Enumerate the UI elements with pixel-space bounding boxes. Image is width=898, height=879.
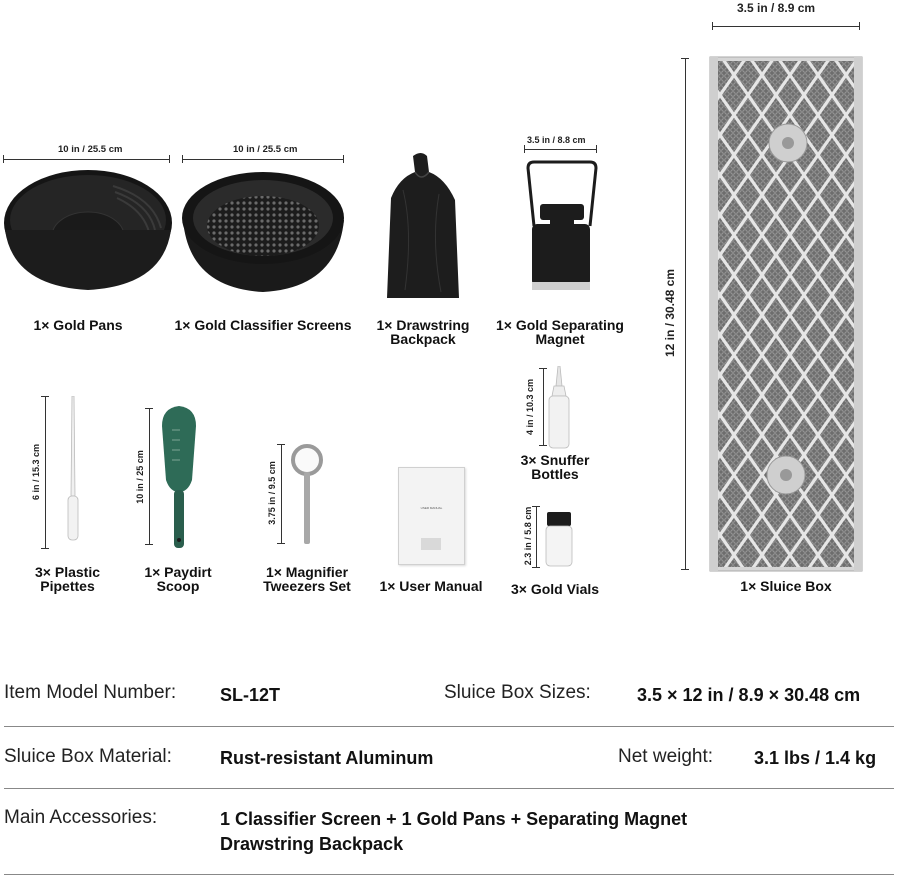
divider	[4, 788, 894, 789]
divider	[4, 874, 894, 875]
tweezers-dim-label: 3.75 in / 9.5 cm	[267, 461, 277, 525]
scoop-label-2: Scoop	[156, 578, 200, 594]
size-key: Sluice Box Sizes:	[444, 682, 591, 703]
manual-label: 1× User Manual	[379, 578, 483, 594]
snuffer-bottle-image	[548, 366, 570, 449]
backpack-label-2: Backpack	[390, 331, 456, 347]
drawstring-backpack-image	[387, 153, 459, 298]
vial-dim-label: 2.3 in / 5.8 cm	[523, 506, 533, 566]
scoop-label-1: 1× Paydirt	[144, 564, 212, 580]
magnet-dim-label: 3.5 in / 8.8 cm	[527, 135, 586, 145]
bottle-label-1: 3× Snuffer	[520, 452, 590, 468]
bottle-label-2: Bottles	[531, 466, 579, 482]
accessories-key: Main Accessories:	[4, 807, 158, 828]
weight-value: 3.1 lbs / 1.4 kg	[754, 748, 877, 768]
pipette-label-1: 3× Plastic	[35, 564, 100, 580]
backpack-label-1: 1× Drawstring	[376, 317, 470, 333]
pan-dim-label: 10 in / 25.5 cm	[58, 144, 123, 155]
magnet-label-2: Magnet	[535, 331, 585, 347]
material-key: Sluice Box Material:	[4, 746, 172, 767]
classifier-screen-image	[182, 172, 344, 292]
pan-label: 1× Gold Pans	[33, 317, 123, 333]
tweezers-label-1: 1× Magnifier	[265, 564, 349, 580]
plastic-pipette-image	[67, 396, 79, 541]
gold-vial-image	[545, 512, 573, 567]
vial-label: 3× Gold Vials	[510, 581, 600, 597]
classifier-label: 1× Gold Classifier Screens	[174, 317, 352, 333]
magnifier-tweezers-image	[291, 444, 323, 544]
pipette-label-2: Pipettes	[40, 578, 95, 594]
pipette-dim-label: 6 in / 15.3 cm	[31, 443, 41, 501]
divider	[4, 726, 894, 727]
material-value: Rust-resistant Aluminum	[220, 748, 434, 768]
sluice-width-label: 3.5 in / 8.9 cm	[737, 1, 816, 15]
accessories-value-2: Drawstring Backpack	[220, 834, 404, 854]
paydirt-scoop-image	[162, 406, 196, 548]
sluice-box-image	[709, 56, 863, 572]
user-manual-image: USER MANUAL	[398, 467, 465, 565]
model-value: SL-12T	[220, 685, 281, 705]
bottle-dim-label: 4 in / 10.3 cm	[525, 378, 535, 436]
size-value: 3.5 × 12 in / 8.9 × 30.48 cm	[637, 685, 861, 705]
gold-pan-image	[4, 170, 172, 290]
model-key: Item Model Number:	[4, 682, 177, 703]
sluice-height-label: 12 in / 30.48 cm	[663, 268, 677, 358]
accessories-value-1: 1 Classifier Screen + 1 Gold Pans + Sepa…	[220, 809, 688, 829]
sluice-box-label: 1× Sluice Box	[740, 578, 832, 594]
manual-cover-text: USER MANUAL	[420, 506, 443, 510]
tweezers-label-2: Tweezers Set	[263, 578, 351, 594]
classifier-dim-label: 10 in / 25.5 cm	[233, 144, 298, 155]
magnet-label-1: 1× Gold Separating	[496, 317, 624, 333]
scoop-dim-label: 10 in / 25 cm	[135, 450, 145, 504]
weight-key: Net weight:	[618, 746, 714, 767]
separating-magnet-image	[526, 160, 598, 290]
